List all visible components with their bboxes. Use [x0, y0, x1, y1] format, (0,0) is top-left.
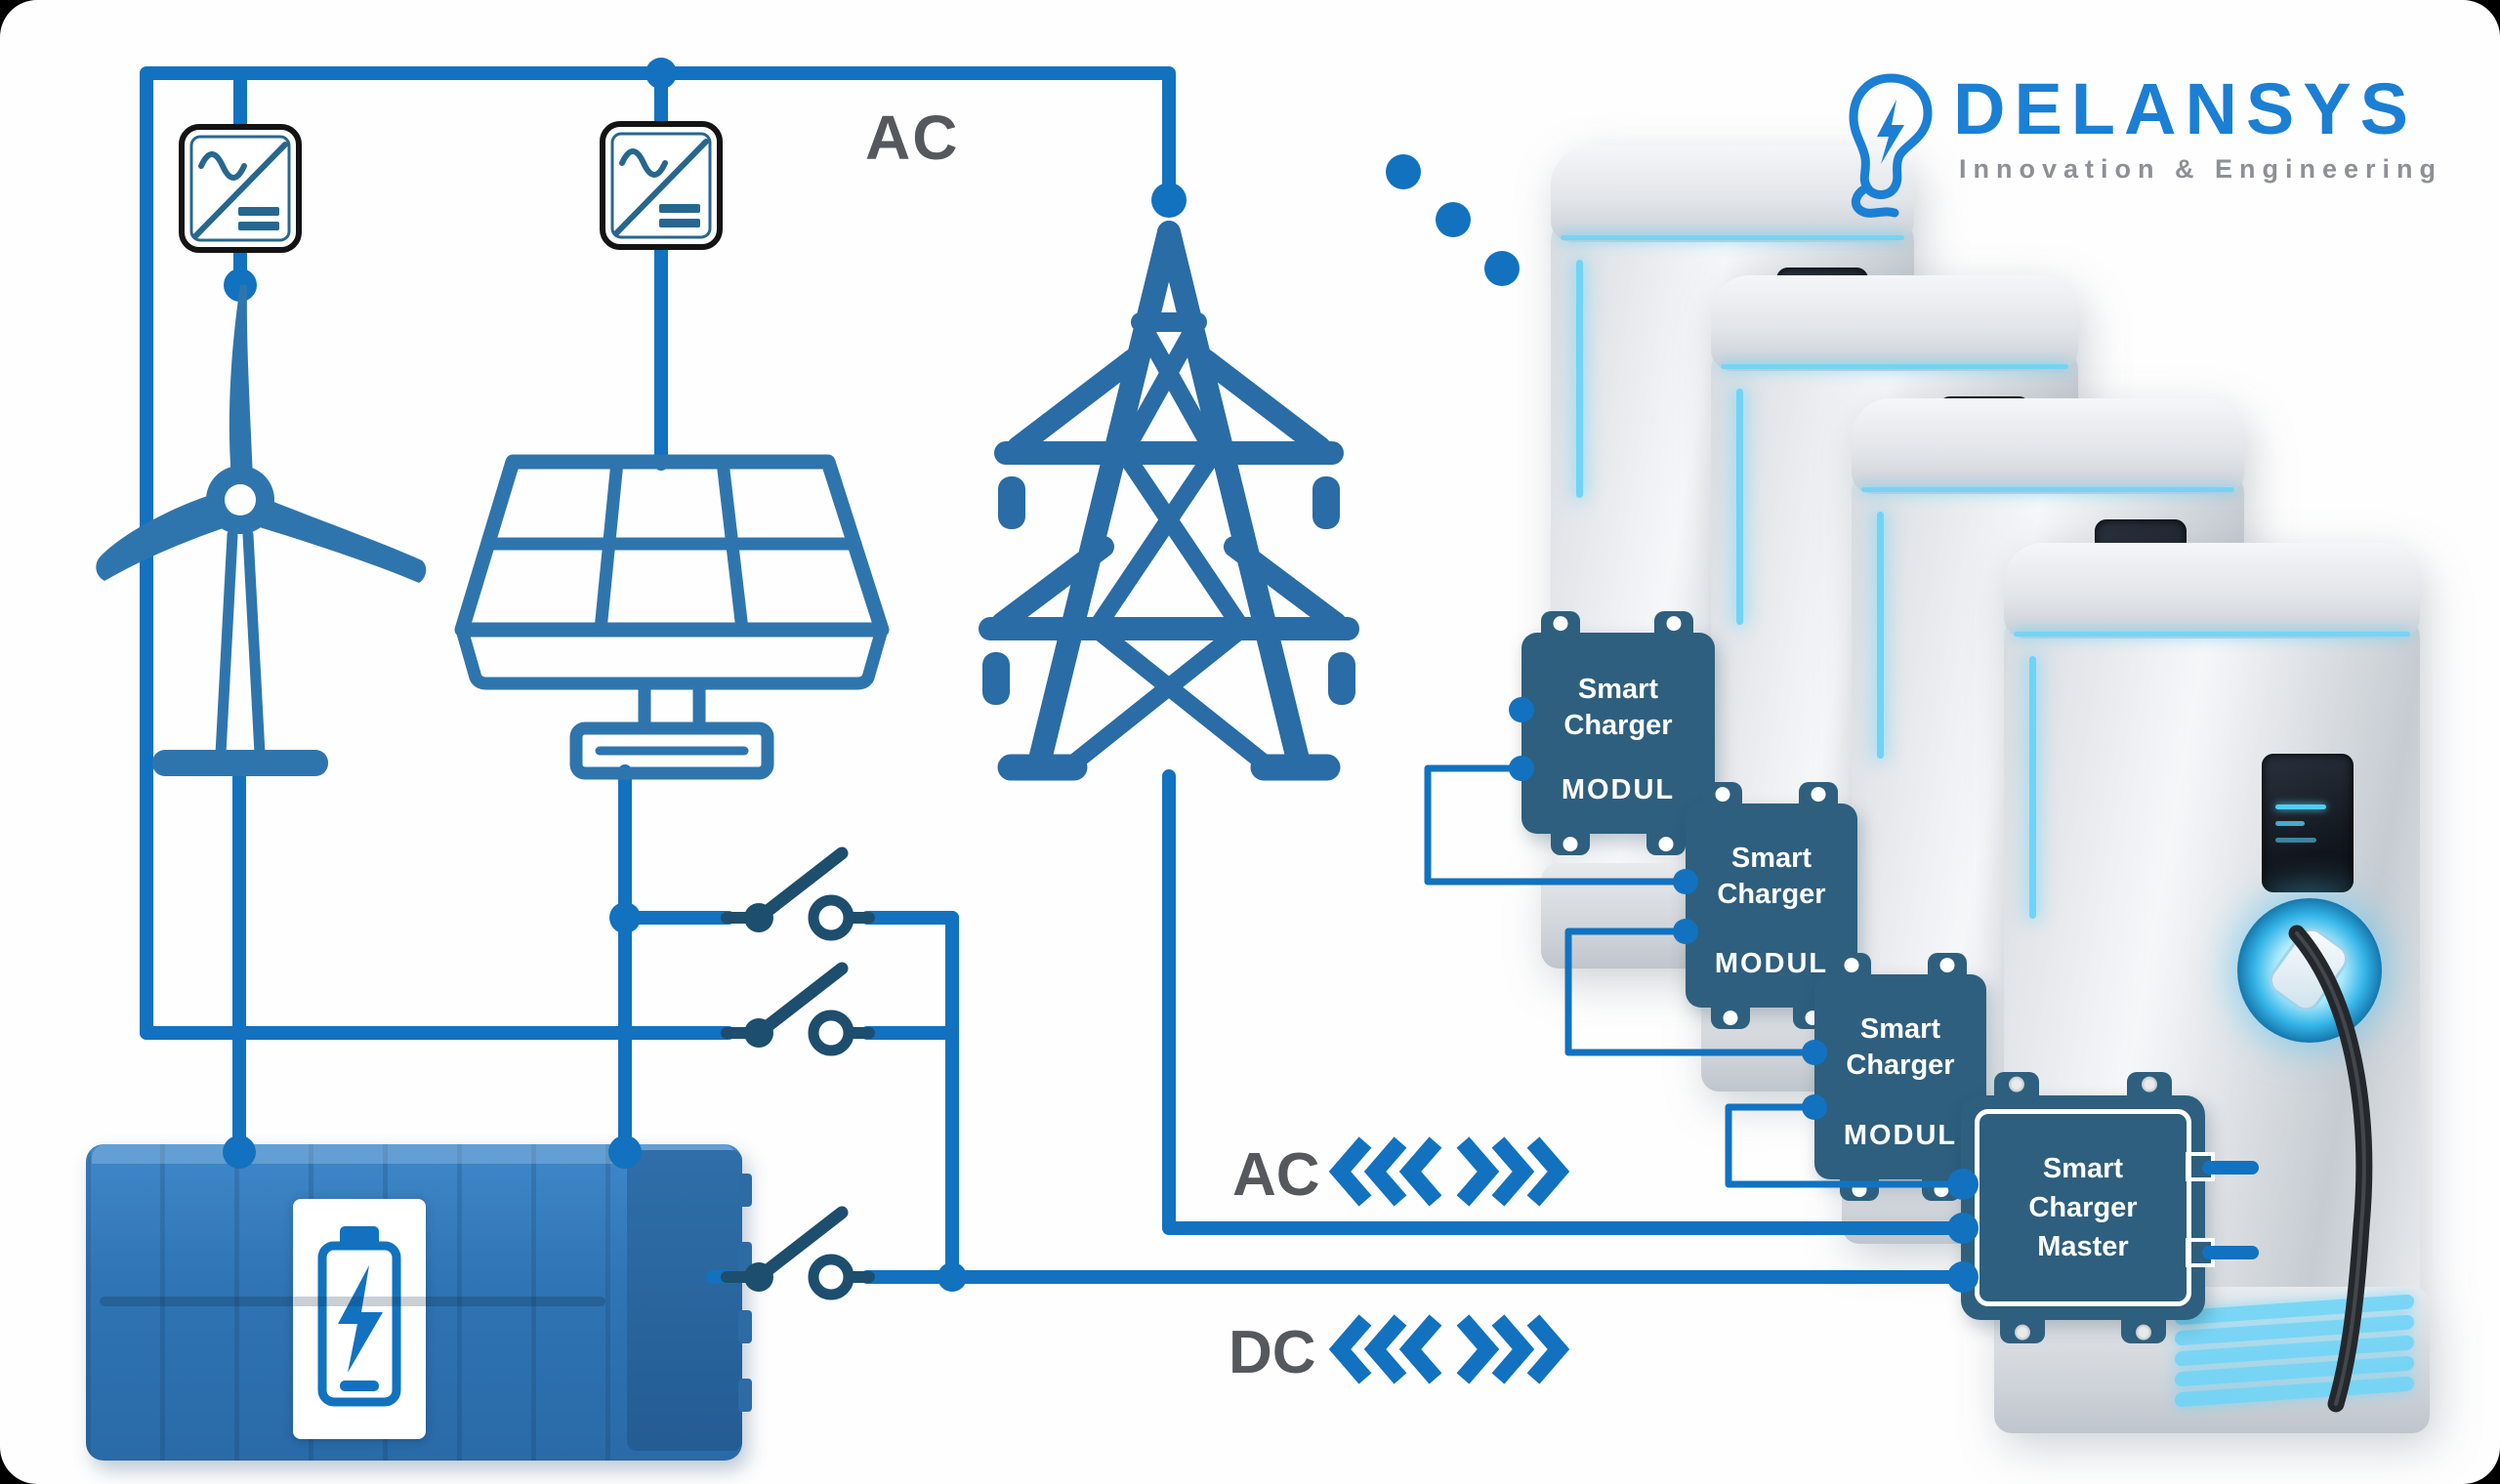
delansys-logo: DELANSYS Innovation & Engineering	[1846, 68, 2442, 225]
dc-bus-label: DC	[1229, 1319, 1316, 1386]
plug-connector	[2263, 922, 2354, 1017]
mounting-tab	[1551, 832, 1590, 855]
module-label-line2: Charger	[1846, 1050, 1955, 1081]
smart-charger-module-box-1: Smart Charger MODUL	[1521, 611, 1715, 855]
module-label-line3: MODUL	[1714, 948, 1829, 979]
led-strip	[1576, 260, 1583, 499]
chevron-left-icon	[1328, 1136, 1442, 1207]
chevron-right-icon	[1456, 1136, 1570, 1207]
inverter-icon-1	[179, 124, 302, 253]
master-label-line1: Smart	[2042, 1153, 2124, 1184]
lightbulb-bolt-icon	[1849, 73, 1933, 218]
wind-turbine-icon	[96, 285, 427, 776]
module-label-line2: Charger	[1563, 710, 1673, 741]
mounting-tab	[1799, 782, 1838, 805]
logo-name: DELANSYS	[1953, 68, 2417, 149]
screw-icon	[2009, 1076, 2024, 1092]
mounting-tab	[1541, 611, 1580, 635]
master-right-connector	[2186, 1238, 2215, 1267]
mounting-tab	[1711, 1006, 1750, 1029]
switch-icon-1	[721, 846, 875, 941]
transmission-tower-icon	[979, 221, 1359, 781]
module-label-line3: MODUL	[1561, 774, 1676, 805]
logo-tagline: Innovation & Engineering	[1959, 154, 2443, 184]
module-label-line3: MODUL	[1843, 1120, 1958, 1151]
battery-bolt-icon	[317, 1226, 401, 1407]
battery-pack	[86, 1144, 752, 1461]
led-strip	[2029, 656, 2036, 920]
mounting-tab	[1922, 1177, 1961, 1201]
switch-icon-2	[721, 962, 875, 1056]
mounting-tab	[1928, 953, 1967, 976]
led-strip	[1736, 389, 1743, 625]
module-label-line2: Charger	[1717, 879, 1826, 910]
mounting-tab	[1994, 1072, 2039, 1095]
ac-bus-label: AC	[1232, 1141, 1320, 1209]
screw-icon	[2136, 1324, 2151, 1340]
master-label-line3: Master	[2037, 1231, 2129, 1262]
screw-icon	[2142, 1076, 2157, 1092]
mounting-tab	[1703, 782, 1742, 805]
battery-label	[293, 1199, 426, 1439]
chevron-left-icon	[1328, 1314, 1442, 1384]
charger-top-cap	[1852, 398, 2244, 494]
chevron-right-icon	[1456, 1314, 1570, 1384]
mounting-tab	[1654, 611, 1693, 635]
module-label-line1: Smart	[1859, 1013, 1941, 1045]
mounting-tab	[2127, 1072, 2172, 1095]
mounting-tab	[1646, 832, 1686, 855]
master-label-line2: Charger	[2028, 1192, 2138, 1223]
charger-screen	[2262, 754, 2354, 892]
module-label-line1: Smart	[1730, 843, 1812, 874]
smart-charger-master-box: Smart Charger Master	[1961, 1072, 2215, 1343]
module-label-line1: Smart	[1577, 674, 1659, 705]
mounting-tab	[2000, 1320, 2045, 1343]
inverter-icon-2	[600, 121, 723, 250]
led-strip	[1877, 512, 1884, 759]
screw-icon	[2015, 1324, 2030, 1340]
battery-cells-glow	[2174, 1288, 2414, 1413]
charger-top-cap	[1711, 275, 2078, 371]
charger-top-cap	[2004, 543, 2420, 639]
mounting-tab	[1832, 953, 1871, 976]
ac-label-top: AC	[865, 103, 960, 173]
mounting-tab	[1840, 1177, 1879, 1201]
master-right-connector	[2186, 1152, 2215, 1181]
mounting-tab	[2121, 1320, 2166, 1343]
ev-charger-4	[1994, 543, 2430, 1433]
solar-panel-icon	[454, 454, 890, 780]
dots-trail	[1386, 154, 1520, 286]
battery-right-cap	[627, 1150, 752, 1451]
charging-port	[2236, 898, 2382, 1043]
